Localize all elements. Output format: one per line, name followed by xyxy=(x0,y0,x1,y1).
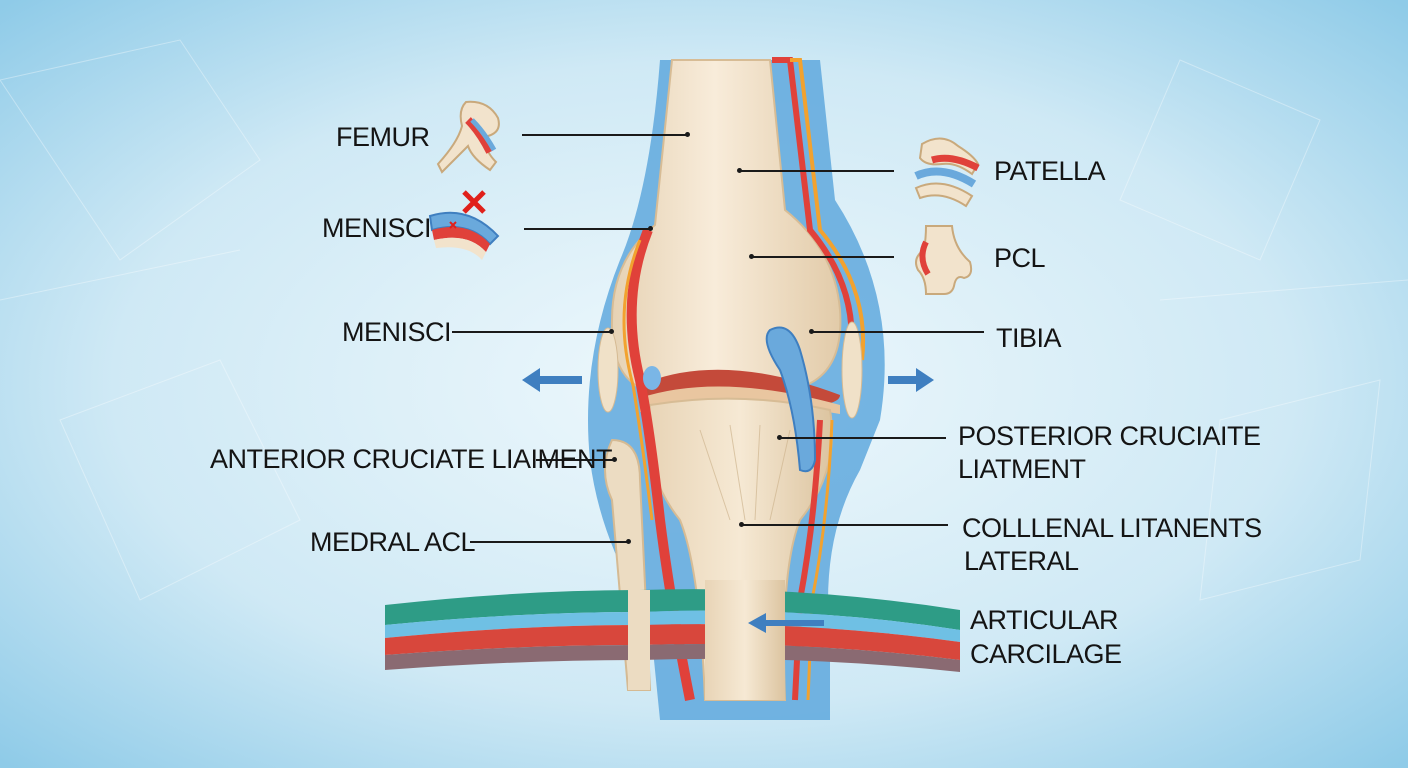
femur-leader xyxy=(522,134,688,136)
collateral-leader xyxy=(742,524,948,526)
patella-joint-icon xyxy=(914,137,980,208)
posterior-leader xyxy=(780,437,946,439)
pcl-joint-icon xyxy=(915,225,973,295)
torn-menisci-icon xyxy=(428,190,500,260)
label-posterior-line2: LIATMENT xyxy=(958,454,1086,484)
menisci-top-leader xyxy=(524,228,650,230)
acl-leader xyxy=(536,459,614,461)
tibia-leader-dot xyxy=(809,329,814,334)
label-tibia: TIBIA xyxy=(996,323,1062,353)
menisci-top-leader-dot xyxy=(648,226,653,231)
label-articular-line1: ARTICULAR xyxy=(970,605,1119,635)
patella-leader xyxy=(740,170,894,172)
label-medral-acl: MEDRAL ACL xyxy=(310,527,476,557)
menisci-mid-leader-dot xyxy=(609,329,614,334)
medral-acl-leader xyxy=(470,541,628,543)
patella-leader-dot xyxy=(737,168,742,173)
label-patella: PATELLA xyxy=(994,156,1106,186)
acl-leader-dot xyxy=(612,457,617,462)
medral-acl-leader-dot xyxy=(626,539,631,544)
label-femur: FEMUR xyxy=(336,122,430,152)
menisci-mid-leader xyxy=(452,331,612,333)
pcl-leader xyxy=(752,256,894,258)
tibia-leader xyxy=(812,331,984,333)
collateral-leader-dot xyxy=(739,522,744,527)
label-collateral-line2: LATERAL xyxy=(964,546,1079,576)
label-collateral-line1: COLLLENAL LITANENTS xyxy=(962,513,1262,543)
femur-joint-icon xyxy=(436,100,500,174)
label-posterior-line1: POSTERIOR CRUCIAITE xyxy=(958,421,1261,451)
label-menisci-mid: MENISCI xyxy=(342,317,452,347)
label-articular-line2: CARCILAGE xyxy=(970,639,1122,669)
label-menisci-top: MENISCI xyxy=(322,213,432,243)
label-anterior-cruciate: ANTERIOR CRUCIATE LIAIMENT xyxy=(210,444,613,474)
pcl-leader-dot xyxy=(749,254,754,259)
label-pcl: PCL xyxy=(994,243,1046,273)
femur-leader-dot xyxy=(685,132,690,137)
posterior-leader-dot xyxy=(777,435,782,440)
